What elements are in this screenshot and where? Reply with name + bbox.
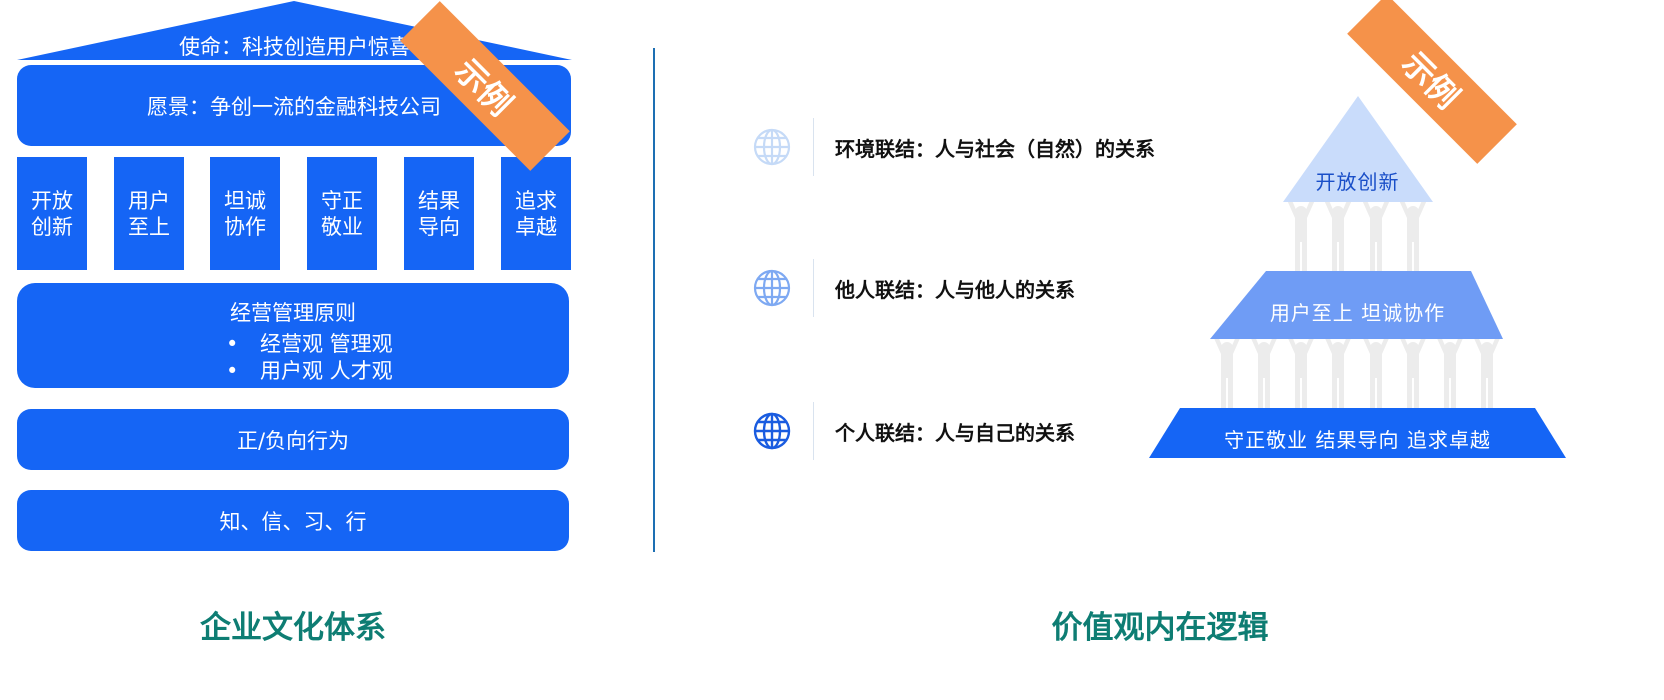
principles-title: 经营管理原则 (230, 301, 356, 325)
row-separator (813, 118, 814, 176)
section-divider (653, 48, 655, 552)
pillar-2: 用户 至上 (114, 157, 184, 270)
values-pyramid (1149, 96, 1566, 458)
practice-bar: 知、信、习、行 (17, 490, 569, 551)
support-figures-lower (1213, 334, 1501, 410)
pillar-label: 开放 创新 (31, 188, 73, 239)
tier-bottom-label: 守正敬业 结果导向 追求卓越 (1224, 428, 1491, 452)
support-figures-upper (1287, 198, 1427, 274)
globe-icon (753, 269, 791, 307)
link-self: 个人联结：人与自己的关系 (752, 402, 1075, 460)
pillar-label: 坦诚 协作 (224, 188, 266, 239)
tier-top (1283, 96, 1433, 202)
tier-middle (1210, 271, 1503, 339)
tier-top-label: 开放创新 (1315, 170, 1400, 194)
pillar-label: 用户 至上 (128, 188, 170, 239)
pillar-label: 结果 导向 (418, 188, 460, 239)
tier-middle-label: 用户至上 坦诚协作 (1269, 301, 1446, 325)
pillar-3: 坦诚 协作 (210, 157, 280, 270)
behavior-label: 正/负向行为 (236, 428, 350, 453)
mission-label: 使命：科技创造用户惊喜 (179, 35, 410, 59)
bullet-icon: • (226, 332, 239, 356)
row-separator (813, 402, 814, 460)
pillar-label: 追求 卓越 (515, 188, 557, 239)
list-item: • 用户观 人才观 (17, 358, 569, 385)
right-caption: 价值观内在逻辑 (1051, 610, 1269, 646)
pillar-1: 开放 创新 (17, 157, 87, 270)
principle-text: 用户观 人才观 (260, 359, 393, 383)
list-item: • 经营观 管理观 (17, 331, 569, 358)
tier-bottom (1149, 408, 1566, 458)
principles-list: • 经营观 管理观 • 用户观 人才观 (17, 331, 569, 385)
pillar-label: 守正 敬业 (321, 188, 363, 239)
link-label: 个人联结：人与自己的关系 (835, 420, 1075, 445)
practice-label: 知、信、习、行 (219, 509, 367, 534)
link-others: 他人联结：人与他人的关系 (752, 259, 1075, 317)
bullet-icon: • (226, 359, 239, 383)
management-principles: 经营管理原则 • 经营观 管理观 • 用户观 人才观 (17, 283, 569, 388)
globe-icon (753, 128, 791, 166)
globe-icon (753, 412, 791, 450)
principle-text: 经营观 管理观 (260, 332, 393, 356)
vision-label: 愿景：争创一流的金融科技公司 (147, 94, 441, 119)
pillar-6: 追求 卓越 (501, 157, 571, 270)
left-caption: 企业文化体系 (200, 610, 386, 646)
link-label: 环境联结：人与社会（自然）的关系 (835, 136, 1155, 161)
pillar-5: 结果 导向 (404, 157, 474, 270)
link-label: 他人联结：人与他人的关系 (835, 277, 1075, 302)
pillar-4: 守正 敬业 (307, 157, 377, 270)
link-environment: 环境联结：人与社会（自然）的关系 (752, 118, 1155, 176)
behavior-bar: 正/负向行为 (17, 409, 569, 470)
row-separator (813, 259, 814, 317)
